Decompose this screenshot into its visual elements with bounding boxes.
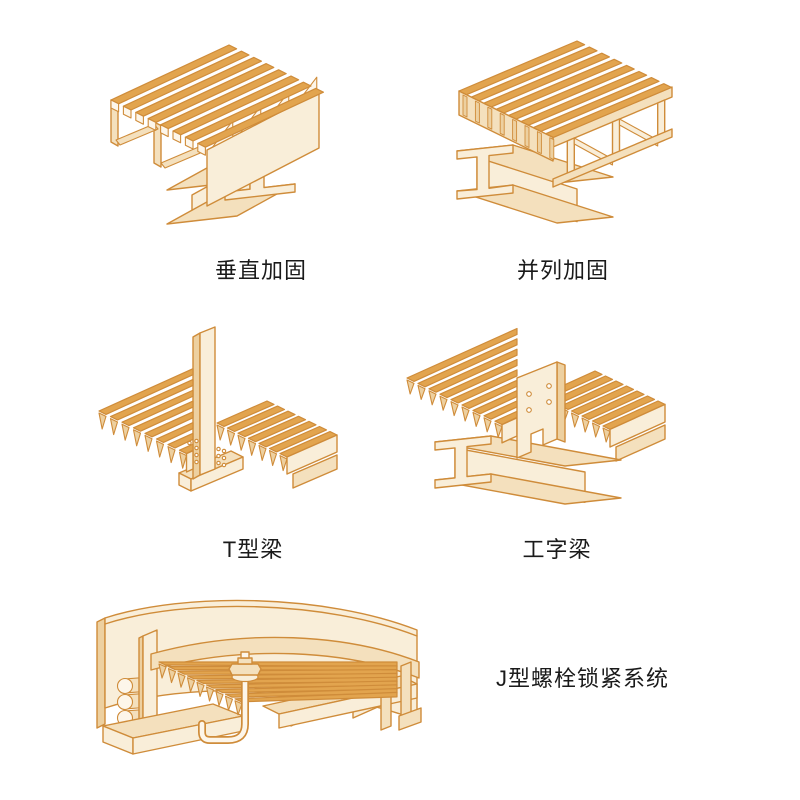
figure-t-beam (97, 323, 338, 521)
figure-label-j-bolt-lock: J型螺栓锁紧系统 (496, 666, 670, 691)
j-bolt-locking-curved-wall-illustration (96, 599, 422, 755)
figure-label-vertical-reinforcement: 垂直加固 (214, 258, 308, 283)
figure-label-i-beam: 工字梁 (522, 537, 592, 562)
figure-i-beam (405, 318, 666, 508)
figure-parallel-reinforcement (449, 31, 673, 224)
figure-label-parallel-reinforcement: 并列加固 (516, 258, 610, 283)
grating-parallel-on-ibeam-illustration (456, 40, 673, 224)
grating-perpendicular-on-ibeam-illustration (110, 44, 324, 225)
figure-j-bolt-lock (95, 578, 425, 778)
figure-label-t-beam: T型梁 (222, 537, 284, 562)
grating-clamped-on-ibeam-illustration (406, 327, 666, 505)
grating-welded-to-tbeam-illustration (98, 326, 338, 492)
figure-vertical-reinforcement (103, 30, 325, 230)
